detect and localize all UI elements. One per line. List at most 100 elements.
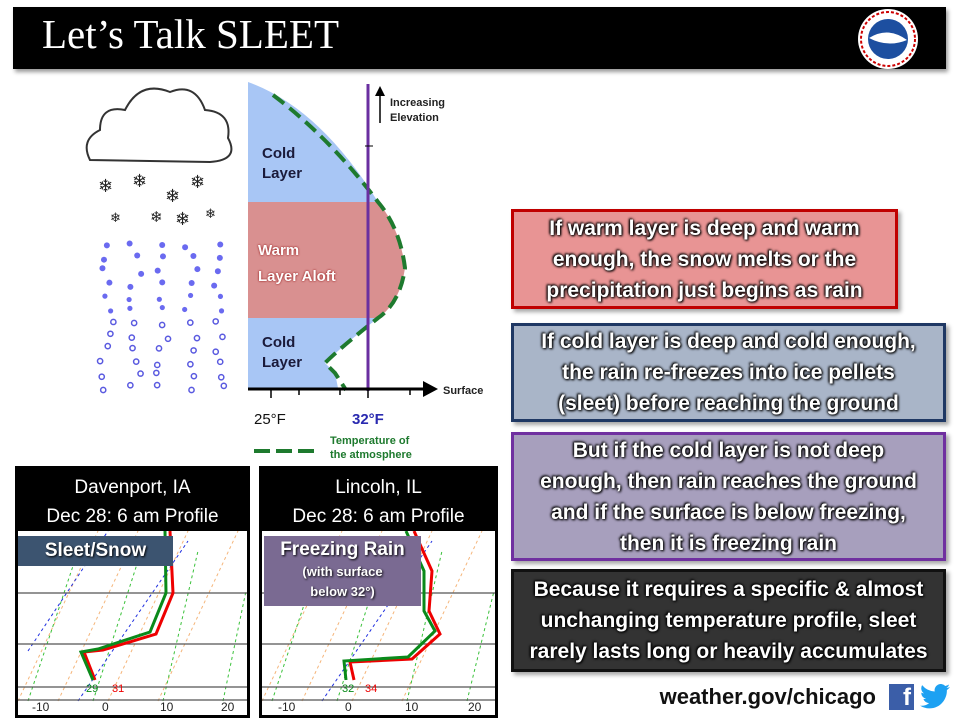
svg-text:❄: ❄ bbox=[132, 171, 147, 191]
freezing-rain-explanation: But if the cold layer is not deep enough… bbox=[511, 432, 946, 561]
sleet-pellet bbox=[108, 308, 114, 314]
svg-text:❄: ❄ bbox=[165, 186, 180, 206]
sleet-pellet bbox=[159, 279, 166, 286]
temperature-trace bbox=[81, 530, 175, 681]
warm-layer-explanation: If warm layer is deep and warm enough, t… bbox=[511, 209, 898, 309]
svg-text:❄: ❄ bbox=[150, 209, 163, 226]
x-axis-ticks: -10 0 10 20 bbox=[262, 700, 495, 716]
sleet-pellet bbox=[212, 348, 220, 356]
sleet-pellet bbox=[103, 242, 110, 249]
tick-label: 10 bbox=[405, 700, 419, 714]
sleet-pellet bbox=[130, 319, 138, 327]
right-arrow-icon bbox=[423, 381, 438, 397]
sleet-pellet bbox=[110, 318, 117, 326]
sleet-pellet bbox=[128, 334, 136, 341]
sleet-pellet bbox=[106, 279, 113, 286]
profile-title: Lincoln, IL Dec 28: 6 am Profile bbox=[292, 477, 465, 527]
sleet-pellet bbox=[188, 386, 195, 394]
tick-label: -10 bbox=[278, 700, 296, 714]
sleet-pellet bbox=[159, 242, 166, 249]
warm-layer bbox=[248, 202, 405, 318]
sleet-pellet bbox=[127, 305, 133, 311]
sleet-pellet bbox=[104, 342, 112, 350]
sleet-pellet bbox=[218, 308, 225, 314]
sleet-pellet bbox=[127, 283, 134, 290]
sleet-pellet bbox=[107, 330, 114, 338]
sleet-pellet bbox=[134, 252, 141, 259]
dewpoint-trace bbox=[342, 530, 437, 681]
warm-layer-label: Warm Layer Aloft bbox=[258, 242, 336, 285]
sleet-pellet bbox=[153, 381, 161, 389]
twitter-icon[interactable] bbox=[920, 684, 950, 709]
temperature-line bbox=[271, 93, 408, 392]
sleet-pellet bbox=[158, 321, 166, 329]
davenport-profile-panel: Davenport, IA Dec 28: 6 am Profile 29 31… bbox=[15, 466, 250, 718]
sleet-pellet bbox=[132, 358, 140, 365]
surface-dewpoint: 29 bbox=[86, 683, 99, 695]
sleet-pellet bbox=[220, 382, 228, 390]
sleet-pellet bbox=[156, 296, 162, 302]
sleet-pellet bbox=[216, 254, 223, 261]
sleet-pellet bbox=[194, 266, 201, 273]
sleet-pellet bbox=[129, 344, 136, 352]
nws-logo bbox=[858, 9, 918, 69]
temperature-profile-diagram bbox=[248, 82, 438, 453]
x-axis-ticks: -10 0 10 20 bbox=[18, 700, 247, 716]
header-bar bbox=[13, 7, 946, 69]
up-arrow-icon bbox=[375, 86, 385, 96]
sleet-pellet bbox=[99, 386, 107, 394]
facebook-icon[interactable]: f bbox=[889, 684, 914, 711]
sleet-pellet bbox=[217, 241, 224, 248]
sleet-pellet bbox=[211, 282, 218, 289]
sleet-pellet bbox=[154, 267, 161, 274]
sleet-pellet bbox=[186, 319, 194, 326]
sleet-pellet bbox=[190, 252, 197, 259]
tick-label: 20 bbox=[468, 700, 482, 714]
sounding-chart bbox=[17, 530, 247, 702]
surface-dewpoint: 32 bbox=[342, 683, 355, 695]
precipitation-illustration: ❄❄❄❄ ❄❄❄❄ bbox=[85, 87, 233, 394]
sleet-pellet bbox=[214, 268, 221, 275]
sleet-pellets bbox=[96, 240, 228, 394]
sleet-pellet bbox=[217, 293, 224, 300]
sleet-pellet bbox=[99, 265, 106, 272]
sleet-pellet bbox=[137, 370, 144, 377]
tick-label: 0 bbox=[102, 700, 109, 714]
sleet-pellet bbox=[187, 292, 194, 299]
temp-32f-label: 32°F bbox=[352, 411, 384, 428]
sleet-pellet bbox=[126, 296, 132, 303]
badge-subtitle: (with surface below 32°) bbox=[302, 564, 383, 599]
dewpoint-trace bbox=[78, 530, 168, 681]
tick-label: 10 bbox=[160, 700, 174, 714]
sleet-pellet bbox=[153, 361, 161, 369]
badge-title: Freezing Rain bbox=[280, 539, 405, 560]
surface-temp: 31 bbox=[112, 683, 125, 695]
sleet-pellet bbox=[98, 373, 106, 381]
temp-25f-label: 25°F bbox=[254, 411, 286, 428]
sleet-pellet bbox=[96, 357, 104, 365]
svg-text:❄: ❄ bbox=[98, 176, 113, 196]
sleet-pellet bbox=[127, 381, 134, 389]
sleet-pellet bbox=[100, 256, 107, 263]
sleet-pellet bbox=[187, 360, 194, 368]
sleet-pellet bbox=[102, 293, 108, 299]
cold-layer-top bbox=[248, 82, 378, 202]
website-link[interactable]: weather.gov/chicago bbox=[659, 684, 876, 709]
cold-layer-explanation: If cold layer is deep and cold enough, t… bbox=[511, 323, 946, 422]
snowflake-icons: ❄❄❄❄ ❄❄❄❄ bbox=[98, 171, 216, 229]
cold-layer-top-label: Cold Layer bbox=[262, 145, 303, 182]
sleet-pellet bbox=[164, 335, 172, 343]
sleet-pellet bbox=[159, 304, 165, 311]
sleet-pellet bbox=[182, 306, 188, 313]
elevation-label: Increasing Elevation bbox=[390, 97, 446, 124]
page-title: Let’s Talk SLEET bbox=[42, 11, 339, 57]
precip-type-badge: Freezing Rain (with surface below 32°) bbox=[264, 536, 421, 606]
surface-temp: 34 bbox=[365, 683, 378, 695]
sleet-pellet bbox=[216, 358, 224, 366]
cold-layer-bottom bbox=[248, 318, 378, 388]
lincoln-profile-panel: Lincoln, IL Dec 28: 6 am Profile 32 34 -… bbox=[259, 466, 498, 718]
svg-text:❄: ❄ bbox=[110, 210, 121, 225]
cold-layer-bottom-label: Cold Layer bbox=[262, 334, 303, 371]
tick-label: 20 bbox=[221, 700, 235, 714]
sleet-pellet bbox=[190, 347, 197, 354]
